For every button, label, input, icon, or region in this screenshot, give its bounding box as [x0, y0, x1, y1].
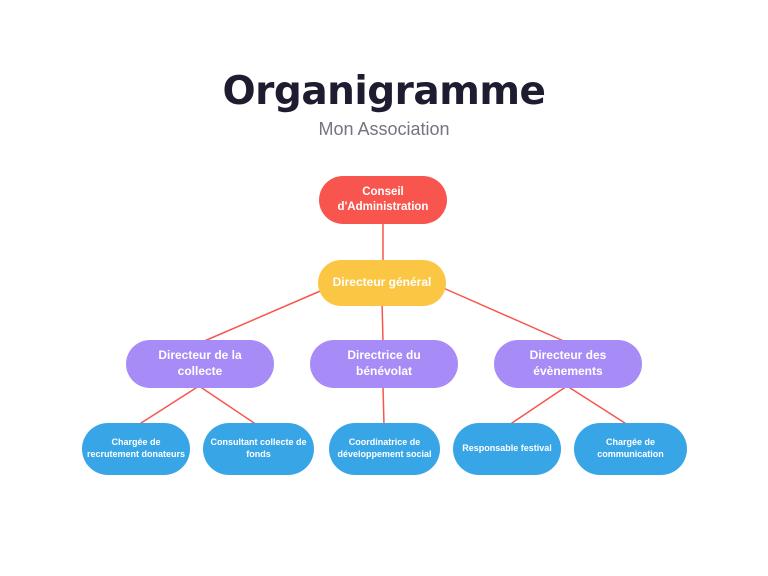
node-directeur-collecte: Directeur de la collecte — [126, 340, 274, 388]
connector-dg-collecte — [201, 288, 326, 343]
node-chargee-recrutement: Chargée de recrutement donateurs — [82, 423, 190, 475]
node-responsable-festival: Responsable festival — [453, 423, 561, 475]
connector-benevolat-coordinatrice — [382, 385, 385, 426]
connector-evenements-festival — [508, 385, 568, 426]
connector-collecte-consultant — [198, 385, 258, 426]
node-consultant-collecte: Consultant collecte de fonds — [203, 423, 314, 475]
node-conseil-administration: Conseil d'Administration — [319, 176, 447, 224]
node-coordinatrice-developpement: Coordinatrice de développement social — [329, 423, 440, 475]
connector-dg-benevolat — [381, 299, 384, 343]
connector-collecte-recrutement — [137, 385, 200, 426]
node-directeur-general: Directeur général — [318, 260, 446, 306]
node-chargee-communication: Chargée de communication — [574, 423, 687, 475]
page-subtitle: Mon Association — [318, 119, 450, 139]
connector-evenements-communication — [566, 385, 629, 426]
chart-header: Organigramme Mon Association — [0, 72, 768, 138]
node-directrice-benevolat: Directrice du bénévolat — [310, 340, 458, 388]
node-directeur-evenements: Directeur des évènements — [494, 340, 642, 388]
page-title: Organigramme — [222, 69, 546, 114]
connector-dg-evenements — [440, 286, 567, 343]
